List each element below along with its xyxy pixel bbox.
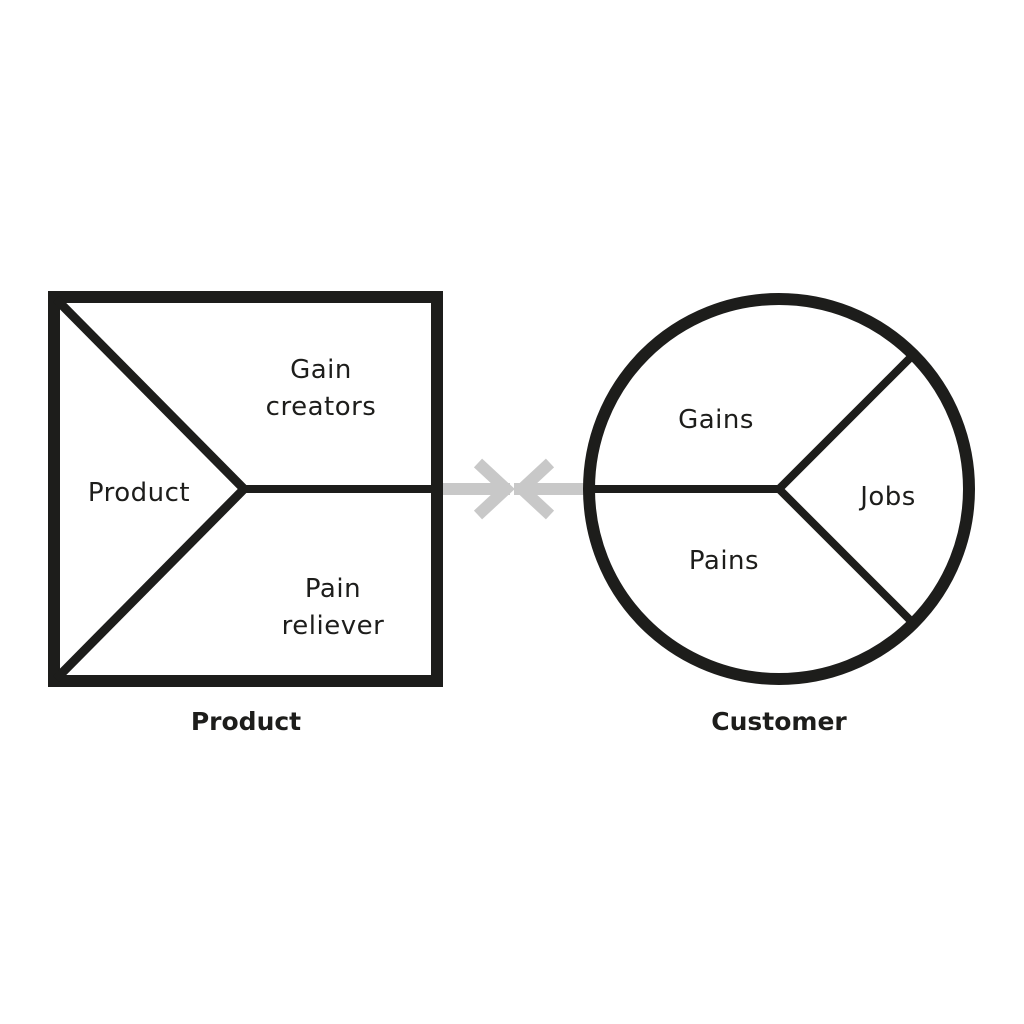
pains-label: Pains [689, 546, 759, 576]
gain-creators-label-line1: Gain [290, 355, 352, 385]
product-caption: Product [191, 707, 301, 736]
product-segment-label: Product [88, 478, 190, 508]
gain-creators-label-line2: creators [266, 392, 377, 422]
customer-caption: Customer [711, 707, 847, 736]
converging-arrows-icon [440, 458, 584, 520]
customer-circle [583, 293, 975, 685]
pain-relievers-label-line2: reliever [282, 611, 385, 641]
jobs-label: Jobs [858, 482, 916, 512]
product-square [48, 291, 443, 687]
pain-relievers-label-line1: Pain [305, 574, 361, 604]
gains-label: Gains [678, 405, 754, 435]
